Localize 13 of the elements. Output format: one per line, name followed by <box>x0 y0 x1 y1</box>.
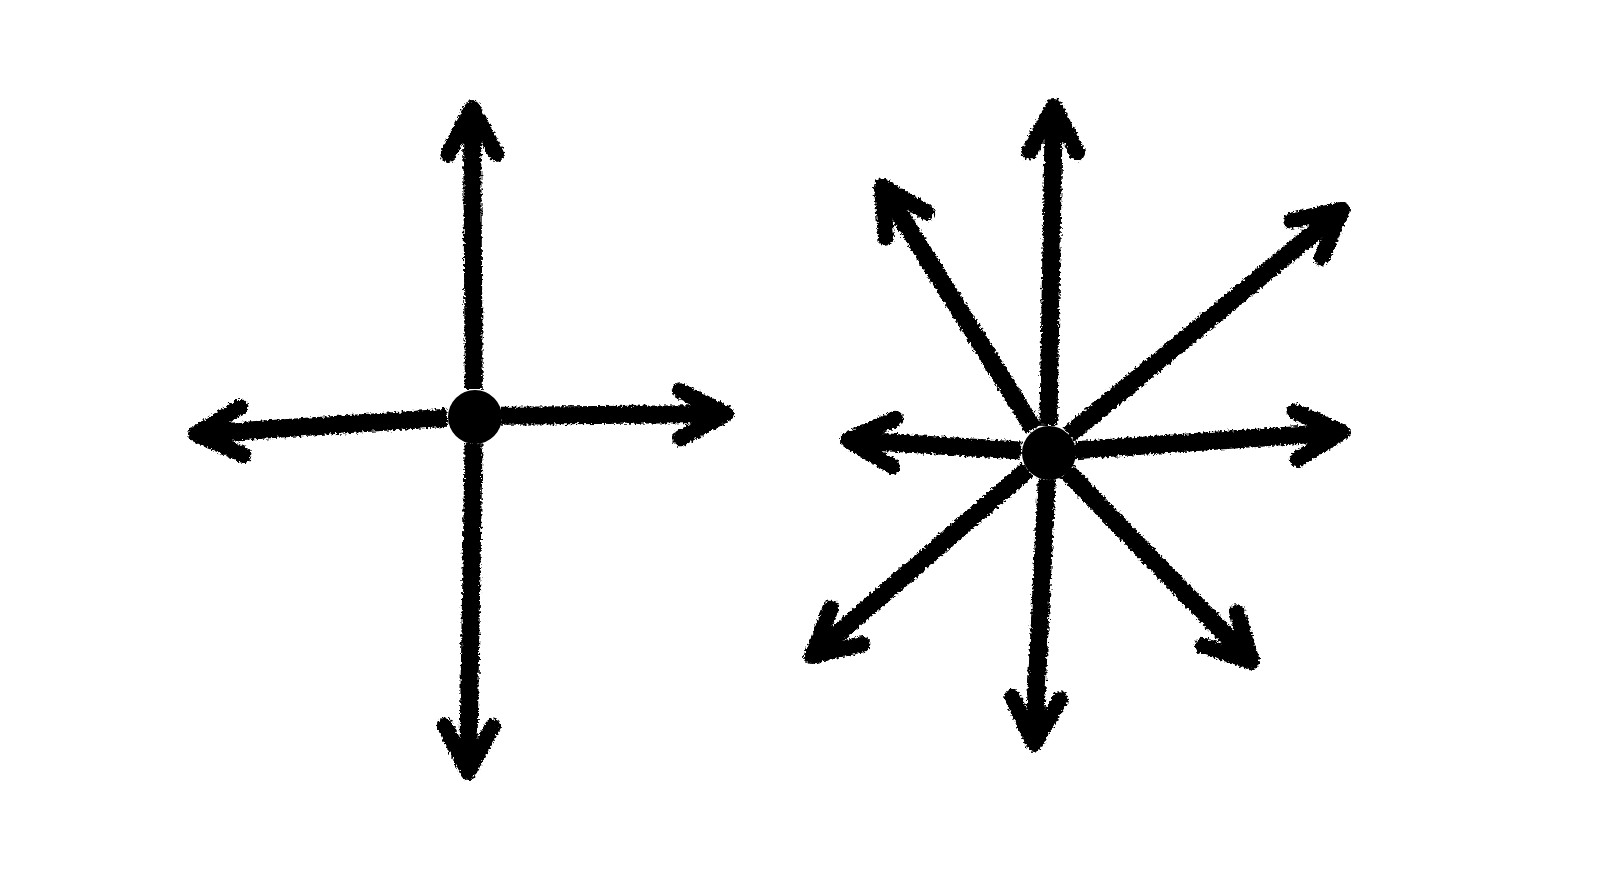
arrow <box>840 410 1022 475</box>
arrow <box>500 382 734 447</box>
arrow <box>1074 403 1350 468</box>
arrow <box>1060 465 1260 670</box>
arrow <box>1004 478 1069 752</box>
arrow <box>436 442 501 780</box>
arrow <box>1063 201 1350 442</box>
arrow <box>803 462 1034 665</box>
arrow <box>188 399 448 463</box>
arrow <box>1021 98 1086 426</box>
dot <box>447 389 501 443</box>
arrow <box>873 178 1042 434</box>
arrow <box>440 100 505 390</box>
